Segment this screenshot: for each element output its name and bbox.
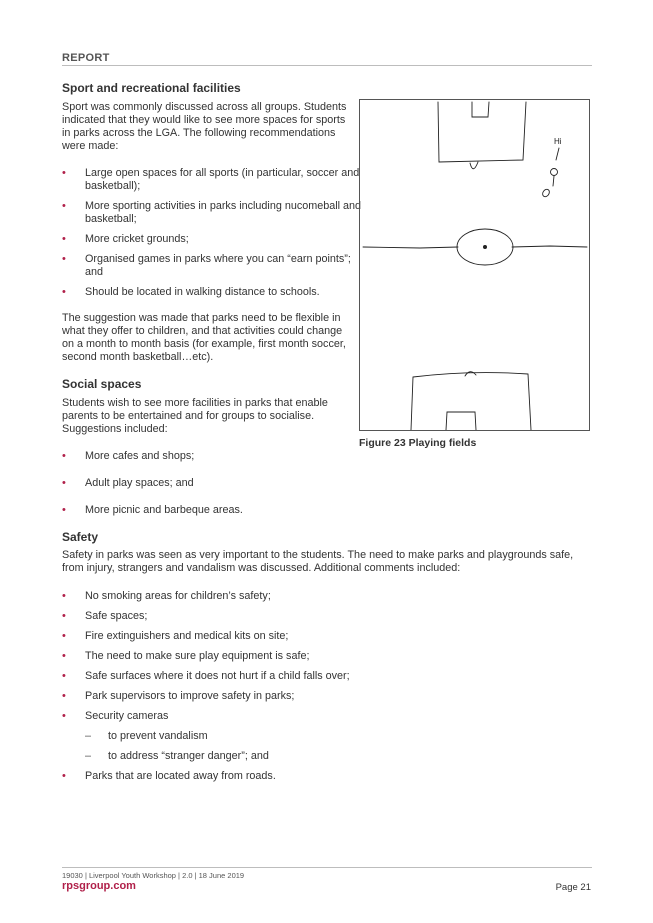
footer-divider — [62, 867, 592, 868]
list-subitem: to prevent vandalism — [62, 730, 592, 743]
safety-intro: Safety in parks was seen as very importa… — [62, 549, 574, 574]
top-penalty-box — [437, 101, 527, 163]
centre-circle — [456, 228, 514, 266]
bottom-penalty-box — [410, 372, 532, 431]
list-item: More picnic and barbeque areas. — [62, 504, 362, 517]
social-heading: Social spaces — [62, 377, 142, 391]
stick-figure-body — [552, 147, 560, 187]
list-item: Safe spaces; — [62, 610, 592, 623]
bottom-penalty-arc — [464, 371, 477, 377]
social-list: More cafes and shops; Adult play spaces;… — [62, 450, 362, 524]
figure-caption: Figure 23 Playing fields — [359, 437, 477, 449]
list-item: Security cameras — [62, 710, 592, 723]
list-item: More sporting activities in parks includ… — [62, 200, 362, 226]
sport-closing: The suggestion was made that parks need … — [62, 312, 346, 363]
list-item: The need to make sure play equipment is … — [62, 650, 592, 663]
safety-list: No smoking areas for children’s safety; … — [62, 590, 592, 790]
ball-sketch — [542, 188, 550, 198]
playing-fields-sketch: Hi — [359, 99, 590, 431]
list-item: Should be located in walking distance to… — [62, 286, 362, 299]
top-penalty-arc — [469, 161, 479, 170]
sport-list: Large open spaces for all sports (in par… — [62, 167, 362, 306]
top-goal-box — [471, 101, 490, 118]
list-item: No smoking areas for children’s safety; — [62, 590, 592, 603]
header-divider — [62, 65, 592, 66]
report-header-label: REPORT — [62, 52, 110, 64]
list-item: Large open spaces for all sports (in par… — [62, 167, 362, 193]
list-item: Organised games in parks where you can “… — [62, 253, 362, 279]
sketch-label: Hi — [554, 137, 562, 146]
list-item: Park supervisors to improve safety in pa… — [62, 690, 592, 703]
list-item: Parks that are located away from roads. — [62, 770, 592, 783]
centre-spot — [483, 245, 487, 249]
sport-intro: Sport was commonly discussed across all … — [62, 101, 347, 152]
halfway-line — [362, 245, 588, 249]
field-drawing: Hi — [362, 101, 588, 431]
safety-heading: Safety — [62, 530, 99, 544]
list-item: Fire extinguishers and medical kits on s… — [62, 630, 592, 643]
list-item: Safe surfaces where it does not hurt if … — [62, 670, 592, 683]
list-item: More cricket grounds; — [62, 233, 362, 246]
bottom-goal-box — [445, 411, 477, 431]
list-item: Adult play spaces; and — [62, 477, 362, 490]
sport-heading: Sport and recreational facilities — [62, 81, 241, 95]
footer-meta: 19030 | Liverpool Youth Workshop | 2.0 |… — [62, 871, 245, 880]
stick-figure-head — [550, 168, 558, 176]
page-number: Page 21 — [555, 882, 591, 893]
footer-site-link[interactable]: rpsgroup.com — [62, 880, 136, 892]
list-item: More cafes and shops; — [62, 450, 362, 463]
social-intro: Students wish to see more facilities in … — [62, 397, 328, 435]
list-subitem: to address “stranger danger”; and — [62, 750, 592, 763]
